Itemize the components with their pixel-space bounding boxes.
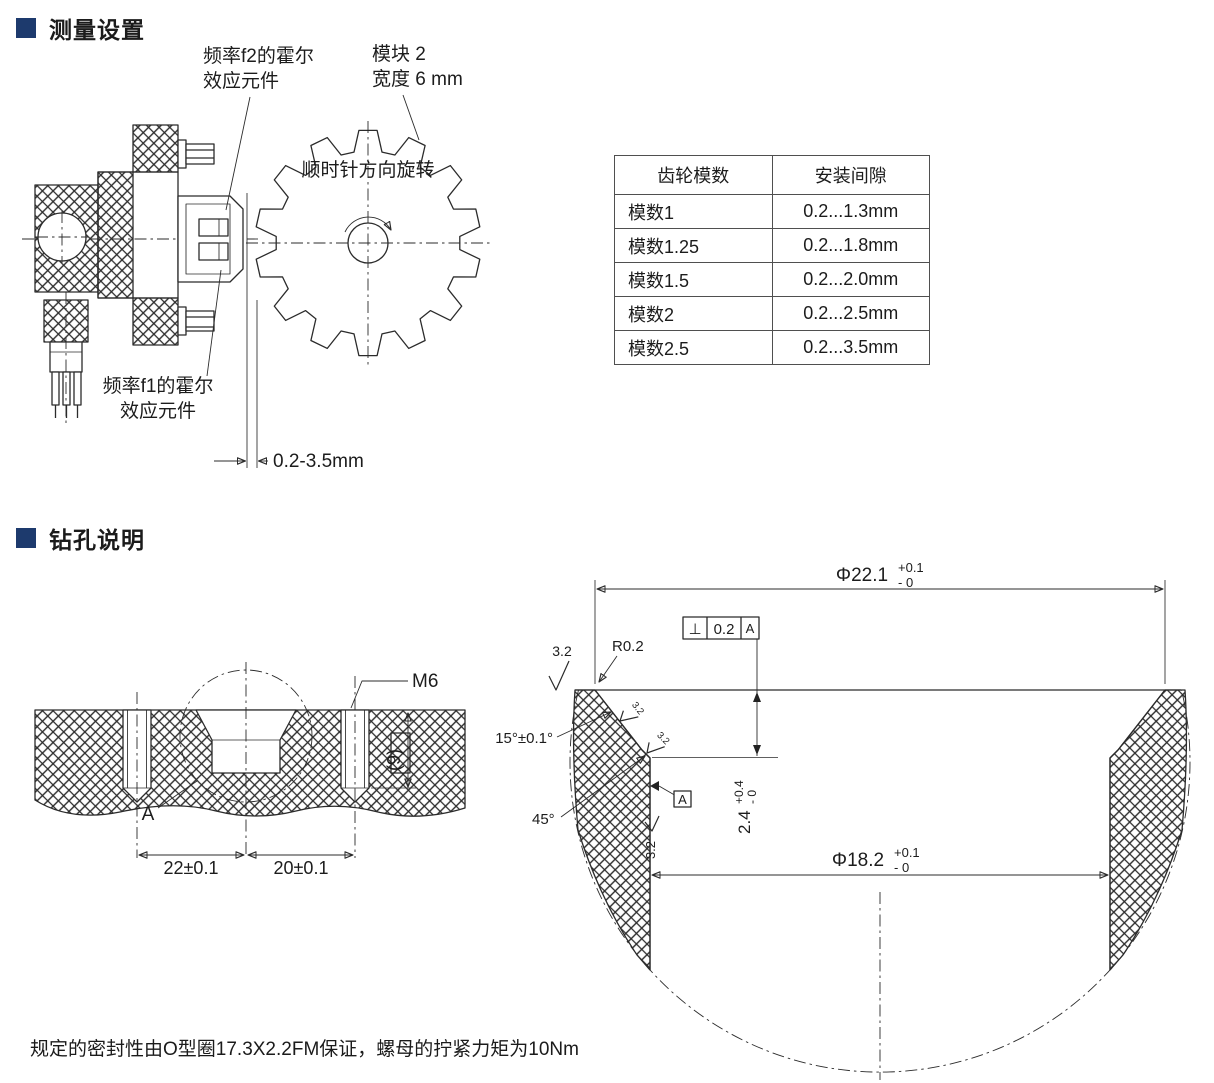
leader-radius [599, 655, 618, 682]
clearance-cell: 0.2...3.5mm [771, 330, 930, 365]
section-header-measure: 测量设置 [16, 11, 145, 45]
wall-section-left [572, 689, 651, 971]
rotation-arrow-icon [344, 216, 391, 233]
table-row: 模数1.25 0.2...1.8mm [614, 228, 930, 263]
sensor-drawing [22, 124, 258, 468]
perp-tolerance: 0.2 [714, 621, 735, 638]
bolt-washer-top [177, 139, 187, 169]
label-rotation: 顺时针方向旋转 [301, 159, 434, 181]
detail-label: A [142, 804, 155, 825]
datum-triangle-icon [650, 781, 659, 791]
drill-left-view: M6 (9) A 22±0.1 20±0.1 [34, 662, 466, 878]
clearance-cell: 0.2...2.0mm [771, 262, 930, 297]
label-module-line2: 宽度 6 mm [372, 68, 463, 90]
cone-angle: 15°±0.1° [495, 730, 553, 747]
label-module: 模块 2 [372, 43, 426, 65]
bolt-bottom [185, 310, 215, 332]
thread-callout: M6 [412, 671, 438, 692]
leader-m6 [350, 680, 408, 709]
module-cell: 模数2 [614, 296, 773, 331]
section-bullet-icon [16, 528, 36, 548]
table-row: 模数2 0.2...2.5mm [614, 296, 930, 331]
roughness-icon [644, 815, 660, 832]
clearance-cell: 0.2...2.5mm [771, 296, 930, 331]
wall-section-right [1109, 689, 1188, 971]
gdt-frame [682, 616, 760, 640]
clearance-cell: 0.2...1.8mm [771, 228, 930, 263]
module-cell: 模数1.25 [614, 228, 773, 263]
table-row: 模数1 0.2...1.3mm [614, 194, 930, 229]
perp-datum: A [746, 621, 755, 636]
connector-pin [51, 371, 60, 406]
depth-dimension: (9) [384, 749, 404, 771]
depth-24-tol-minus: - 0 [745, 790, 759, 804]
clearance-cell: 0.2...1.3mm [771, 194, 930, 229]
roughness-wall: 3.2 [643, 841, 658, 859]
dimension-20: 20±0.1 [274, 858, 329, 878]
dia-outer-tol-minus: - 0 [898, 575, 913, 590]
gear-outline [255, 129, 481, 357]
connector-pin [62, 371, 71, 406]
chamfer-angle: 45° [532, 811, 555, 828]
bore-profile-right [1109, 689, 1166, 970]
depth-24-tol-plus: +0.4 [732, 780, 746, 804]
module-cell: 模数2.5 [614, 330, 773, 365]
sealing-note: 规定的密封性由O型圈17.3X2.2FM保证，螺母的拧紧力矩为10Nm [30, 1039, 579, 1060]
flange-tab-top [132, 124, 179, 173]
roughness-top: 3.2 [552, 643, 572, 659]
dia-inner-tol-minus: - 0 [894, 860, 909, 875]
sensor-nose [177, 195, 244, 283]
datum-flag: A [678, 792, 687, 807]
gap-dimension: 0.2-3.5mm [273, 451, 364, 472]
label-hall-f2-line2: 效应元件 [203, 70, 279, 92]
perpendicularity-icon: ⊥ [688, 621, 701, 638]
hall-element-f2 [198, 218, 229, 237]
table-row: 模数1.5 0.2...2.0mm [614, 262, 930, 297]
flange-tab-bottom [132, 297, 179, 346]
gear-module-table: 齿轮模数 安装间隙 模数1 0.2...1.3mm 模数1.25 0.2...1… [614, 155, 930, 365]
leader-f2 [225, 96, 251, 211]
roughness-icon [548, 660, 570, 691]
datum-flag-box [673, 790, 692, 808]
label-hall-f1-line2: 效应元件 [120, 400, 196, 422]
section-title-drill: 钻孔说明 [49, 527, 145, 553]
module-cell: 模数1 [614, 194, 773, 229]
roughness-cone: 3.2 [629, 700, 646, 717]
section-bullet-icon [16, 18, 36, 38]
dia-outer: Φ22.1 [836, 565, 888, 586]
label-hall-f2: 频率f2的霍尔 [203, 45, 314, 67]
leader-detail-a [157, 780, 198, 809]
radius-callout: R0.2 [612, 638, 644, 655]
dia-outer-tol-plus: +0.1 [898, 560, 924, 575]
bolt-top [185, 143, 215, 165]
depth-24-text: 2.4 +0.4 - 0 [732, 780, 759, 834]
dimension-22: 22±0.1 [164, 858, 219, 878]
connector-pin [73, 371, 82, 406]
dia-inner-tol-plus: +0.1 [894, 845, 920, 860]
sensor-housing-section [97, 171, 134, 299]
table-row: 模数2.5 0.2...3.5mm [614, 330, 930, 365]
measurement-labels: 频率f2的霍尔 效应元件 模块 2 宽度 6 mm 顺时针方向旋转 频率f1的霍… [103, 43, 463, 472]
leader-module [402, 94, 420, 141]
bolt-washer-bottom [177, 306, 187, 336]
hall-element-f1 [198, 242, 229, 261]
bore-profile-left [594, 689, 651, 970]
col-header-module: 齿轮模数 [614, 155, 773, 195]
table-header-row: 齿轮模数 安装间隙 [614, 155, 930, 195]
section-header-drill: 钻孔说明 [16, 521, 145, 555]
gear-drawing [246, 121, 490, 468]
drill-detail-view: Φ22.1 +0.1 - 0 3.2 R0.2 ⊥ 0.2 A 15°±0.1°… [495, 560, 1191, 1080]
section-title-measure: 测量设置 [49, 17, 145, 43]
leader-cone-angle [556, 712, 611, 738]
depth-24: 2.4 [735, 810, 754, 834]
label-hall-f1: 频率f1的霍尔 [103, 375, 214, 397]
roughness-chamfer: 3.2 [654, 730, 671, 747]
col-header-clearance: 安装间隙 [771, 155, 930, 195]
module-cell: 模数1.5 [614, 262, 773, 297]
dia-inner: Φ18.2 [832, 850, 884, 871]
leader-f1 [206, 269, 222, 377]
leader-chamfer [560, 756, 645, 818]
